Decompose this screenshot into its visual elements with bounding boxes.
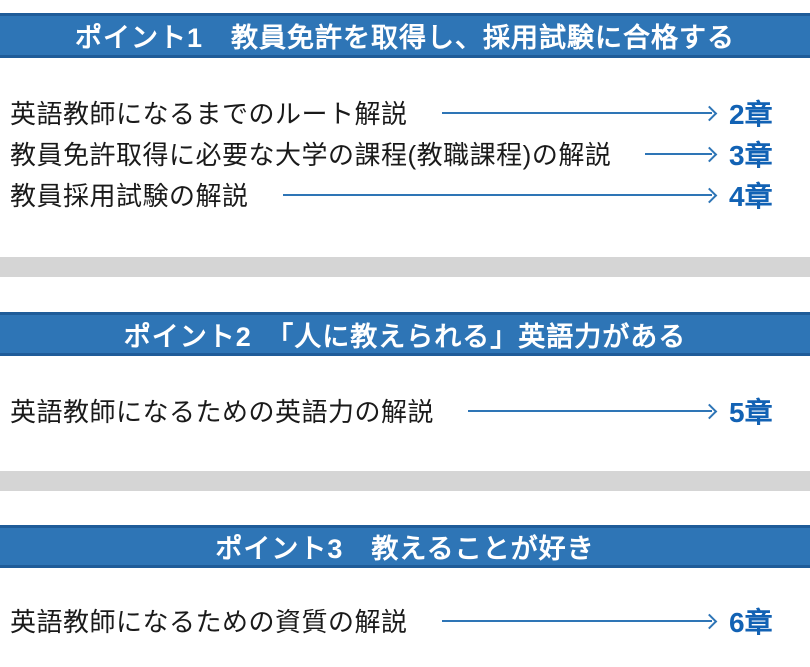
right-arrow-icon <box>645 146 718 163</box>
arrow-head <box>701 146 718 163</box>
arrow-head <box>701 187 718 204</box>
arrow-line <box>468 409 712 412</box>
license-row: 教員免許取得に必要な大学の課程(教職課程)の解説 3章 <box>0 133 810 174</box>
license-row-label: 教員免許取得に必要な大学の課程(教職課程)の解説 <box>10 140 612 170</box>
right-arrow-icon <box>441 105 718 122</box>
route-row-label: 英語教師になるまでのルート解説 <box>10 99 408 129</box>
english-skill-row: 英語教師になるための英語力の解説 5章 <box>0 390 810 431</box>
section1-header-bar: ポイント1 教員免許を取得し、採用試験に合格する <box>0 13 810 58</box>
arrow-line <box>441 619 712 622</box>
right-arrow-icon <box>282 187 718 204</box>
chapter-ref: 6章 <box>729 606 773 638</box>
chapter-ref: 4章 <box>729 180 773 212</box>
section1-header-text: ポイント1 教員免許を取得し、採用試験に合格する <box>74 23 735 53</box>
arrow-line <box>282 193 712 196</box>
arrow-head <box>701 613 718 630</box>
aptitude-row: 英語教師になるための資質の解説 6章 <box>0 600 810 641</box>
section-divider <box>0 471 810 491</box>
section3-header-text: ポイント3 教えることが好き <box>215 534 595 564</box>
arrow-head <box>701 403 718 420</box>
english-skill-row-label: 英語教師になるための英語力の解説 <box>10 397 435 427</box>
chapter-ref: 2章 <box>729 98 773 130</box>
aptitude-row-label: 英語教師になるための資質の解説 <box>10 607 408 637</box>
arrow-head <box>701 105 718 122</box>
section1-rows: 英語教師になるまでのルート解説 2章 教員免許取得に必要な大学の課程(教職課程)… <box>0 92 810 215</box>
section2-header-text: ポイント2 「人に教えられる」英語力がある <box>123 321 687 352</box>
section3-header-bar: ポイント3 教えることが好き <box>0 525 810 568</box>
arrow-line <box>645 152 712 155</box>
section2-rows: 英語教師になるための英語力の解説 5章 <box>0 390 810 431</box>
chapter-ref: 3章 <box>729 139 773 171</box>
route-row: 英語教師になるまでのルート解説 2章 <box>0 92 810 133</box>
right-arrow-icon <box>441 613 718 630</box>
exam-row-label: 教員採用試験の解説 <box>10 181 249 211</box>
chapter-ref: 5章 <box>729 396 773 428</box>
exam-row: 教員採用試験の解説 4章 <box>0 174 810 215</box>
arrow-line <box>441 111 712 114</box>
right-arrow-icon <box>468 403 718 420</box>
section3-rows: 英語教師になるための資質の解説 6章 <box>0 600 810 641</box>
section-divider <box>0 257 810 277</box>
section2-header-bar: ポイント2 「人に教えられる」英語力がある <box>0 312 810 356</box>
